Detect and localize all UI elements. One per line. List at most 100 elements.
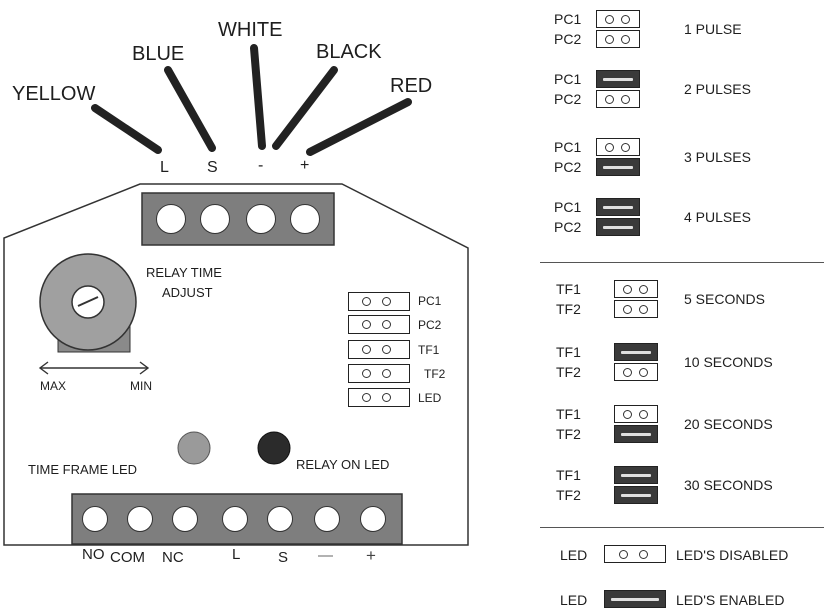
top-terminal-screw[interactable]	[246, 204, 276, 234]
bottom-terminal-label: NC	[162, 549, 184, 566]
jumper-open[interactable]	[604, 545, 666, 563]
jumper-bottom-label: PC2	[554, 159, 582, 175]
bottom-terminal-screw[interactable]	[82, 506, 108, 532]
time-frame-led	[177, 431, 211, 465]
bottom-terminal-label: S	[278, 549, 289, 566]
board-jumper-label: PC1	[418, 294, 442, 308]
jumper-closed[interactable]	[614, 486, 658, 504]
bottom-terminal-label: L	[232, 546, 241, 563]
setting-description: 2 PULSES	[684, 81, 751, 97]
led-setting-label: LED	[560, 592, 588, 608]
jumper-open[interactable]	[614, 280, 658, 298]
jumper-bottom-label: PC2	[554, 91, 582, 107]
bottom-terminal-label: +	[366, 546, 376, 565]
wire-label-yellow: YELLOW	[12, 83, 96, 105]
setting-description: 30 SECONDS	[684, 477, 773, 493]
jumper-open[interactable]	[596, 138, 640, 156]
jumper-top-label: TF1	[556, 467, 581, 483]
wire-label-red: RED	[390, 75, 433, 97]
arrow-right-head	[139, 361, 150, 375]
yellow-wire	[91, 104, 162, 154]
board-jumper-label: LED	[418, 391, 442, 405]
jumper-top-label: PC1	[554, 11, 582, 27]
top-terminal-label: S	[207, 159, 218, 176]
board-jumper-pc1[interactable]	[348, 292, 410, 311]
board-jumper-tf2[interactable]	[348, 364, 410, 383]
jumper-bottom-label: TF2	[556, 364, 581, 380]
board-jumper-led[interactable]	[348, 388, 410, 407]
board-jumper-label: PC2	[418, 318, 442, 332]
jumper-closed[interactable]	[596, 158, 640, 176]
arrow-left-head	[38, 361, 49, 375]
top-terminal-screw[interactable]	[200, 204, 230, 234]
jumper-closed[interactable]	[604, 590, 666, 608]
white-wire	[250, 44, 266, 150]
bottom-terminal-label: NO	[82, 546, 105, 563]
bottom-terminal-label: —	[318, 547, 333, 564]
jumper-top-label: TF1	[556, 406, 581, 422]
jumper-open[interactable]	[614, 363, 658, 381]
jumper-closed[interactable]	[614, 466, 658, 484]
jumper-open[interactable]	[596, 90, 640, 108]
jumper-top-label: TF1	[556, 281, 581, 297]
jumper-bottom-label: TF2	[556, 487, 581, 503]
potentiometer-slot	[77, 296, 99, 307]
jumper-open[interactable]	[614, 300, 658, 318]
black-wire	[272, 66, 338, 150]
top-terminal-screw[interactable]	[156, 204, 186, 234]
jumper-closed[interactable]	[614, 425, 658, 443]
setting-description: 10 SECONDS	[684, 354, 773, 370]
jumper-bottom-label: TF2	[556, 426, 581, 442]
max-label: MAX	[40, 379, 67, 393]
bottom-terminal-screw[interactable]	[222, 506, 248, 532]
board-jumper-tf1[interactable]	[348, 340, 410, 359]
relay-on-led-label: RELAY ON LED	[296, 457, 390, 472]
jumper-bottom-label: PC2	[554, 31, 582, 47]
top-terminal-screw[interactable]	[290, 204, 320, 234]
bottom-terminal-label: COM	[110, 549, 145, 566]
section-divider	[540, 527, 824, 528]
jumper-closed[interactable]	[614, 343, 658, 361]
time-frame-led-label: TIME FRAME LED	[28, 462, 138, 477]
jumper-top-label: PC1	[554, 71, 582, 87]
jumper-top-label: PC1	[554, 199, 582, 215]
bottom-terminal-screw[interactable]	[172, 506, 198, 532]
blue-wire	[164, 66, 216, 152]
board-jumper-label: TF1	[418, 343, 440, 357]
red-wire	[306, 98, 412, 156]
led-setting-description: LED'S ENABLED	[676, 592, 785, 608]
bottom-terminal-screw[interactable]	[267, 506, 293, 532]
top-terminal-label: L	[160, 159, 169, 176]
setting-description: 3 PULSES	[684, 149, 751, 165]
jumper-bottom-label: PC2	[554, 219, 582, 235]
led-setting-description: LED'S DISABLED	[676, 547, 789, 563]
section-divider	[540, 262, 824, 263]
bottom-terminal-screw[interactable]	[314, 506, 340, 532]
board-jumper-pc2[interactable]	[348, 315, 410, 334]
led-setting-label: LED	[560, 547, 588, 563]
wire-label-black: BLACK	[316, 41, 382, 63]
setting-description: 1 PULSE	[684, 21, 742, 37]
jumper-closed[interactable]	[596, 198, 640, 216]
jumper-open[interactable]	[596, 30, 640, 48]
bottom-terminal-screw[interactable]	[127, 506, 153, 532]
top-terminal-label: +	[300, 157, 310, 174]
top-terminal-label: -	[258, 157, 264, 174]
adjust-label: ADJUST	[162, 285, 213, 300]
board-jumper-label: TF2	[424, 367, 446, 381]
wire-label-white: WHITE	[218, 19, 283, 41]
jumper-closed[interactable]	[596, 218, 640, 236]
jumper-open[interactable]	[596, 10, 640, 28]
setting-description: 4 PULSES	[684, 209, 751, 225]
setting-description: 20 SECONDS	[684, 416, 773, 432]
jumper-top-label: PC1	[554, 139, 582, 155]
jumper-bottom-label: TF2	[556, 301, 581, 317]
relay-on-led	[257, 431, 291, 465]
jumper-closed[interactable]	[596, 70, 640, 88]
setting-description: 5 SECONDS	[684, 291, 765, 307]
min-label: MIN	[130, 379, 152, 393]
relay-time-label: RELAY TIME	[146, 265, 222, 280]
wire-label-blue: BLUE	[132, 43, 185, 65]
jumper-open[interactable]	[614, 405, 658, 423]
bottom-terminal-screw[interactable]	[360, 506, 386, 532]
